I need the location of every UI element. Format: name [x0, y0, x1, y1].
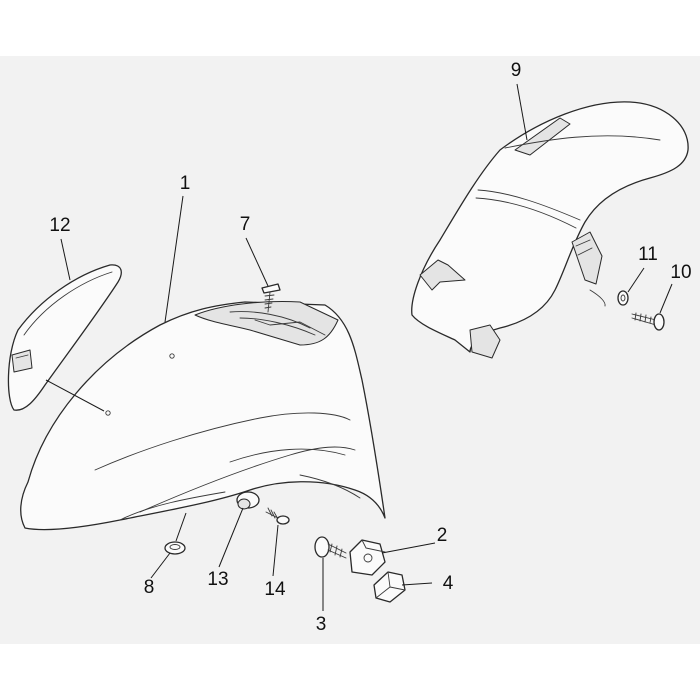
callout-7: 7	[240, 214, 251, 235]
callout-labels: 1 2 3 4 7 8 9 10 11 12 13 14	[49, 60, 691, 635]
leader-12	[60, 238, 71, 281]
callout-9: 9	[511, 60, 522, 81]
rubber-bush-13	[236, 491, 260, 510]
grommet-8	[164, 541, 186, 555]
leader-4	[401, 582, 433, 586]
leader-1	[164, 195, 184, 323]
leader-lines	[45, 83, 673, 611]
leader-10	[659, 283, 673, 314]
callout-13: 13	[207, 569, 228, 590]
rear-mudguard	[411, 101, 689, 359]
leader-12-ref	[45, 379, 105, 412]
badge-mount-hole	[105, 410, 111, 416]
leader-14	[272, 524, 279, 577]
leader-8-mud	[175, 512, 187, 542]
side-badge	[7, 264, 122, 411]
leader-11	[627, 267, 645, 293]
screw-14	[265, 507, 290, 525]
leader-13	[218, 507, 244, 568]
bracket-clip-2	[349, 539, 386, 576]
screw-7	[261, 283, 281, 313]
screw-10	[631, 312, 665, 331]
callout-11: 11	[638, 244, 658, 265]
front-mudguard	[20, 301, 386, 531]
callout-1: 1	[180, 173, 191, 194]
leader-9	[516, 83, 528, 141]
callout-14: 14	[264, 579, 286, 600]
bolt-3	[314, 536, 347, 559]
callout-2: 2	[437, 525, 448, 546]
callout-12: 12	[49, 215, 70, 236]
callout-4: 4	[443, 573, 454, 594]
leader-8	[150, 552, 171, 579]
callout-3: 3	[316, 614, 327, 635]
callout-10: 10	[670, 262, 691, 283]
washer-11	[617, 290, 629, 306]
leader-2	[381, 542, 436, 554]
callout-8: 8	[144, 577, 155, 598]
leader-7	[245, 237, 269, 287]
nut-4	[373, 571, 406, 603]
